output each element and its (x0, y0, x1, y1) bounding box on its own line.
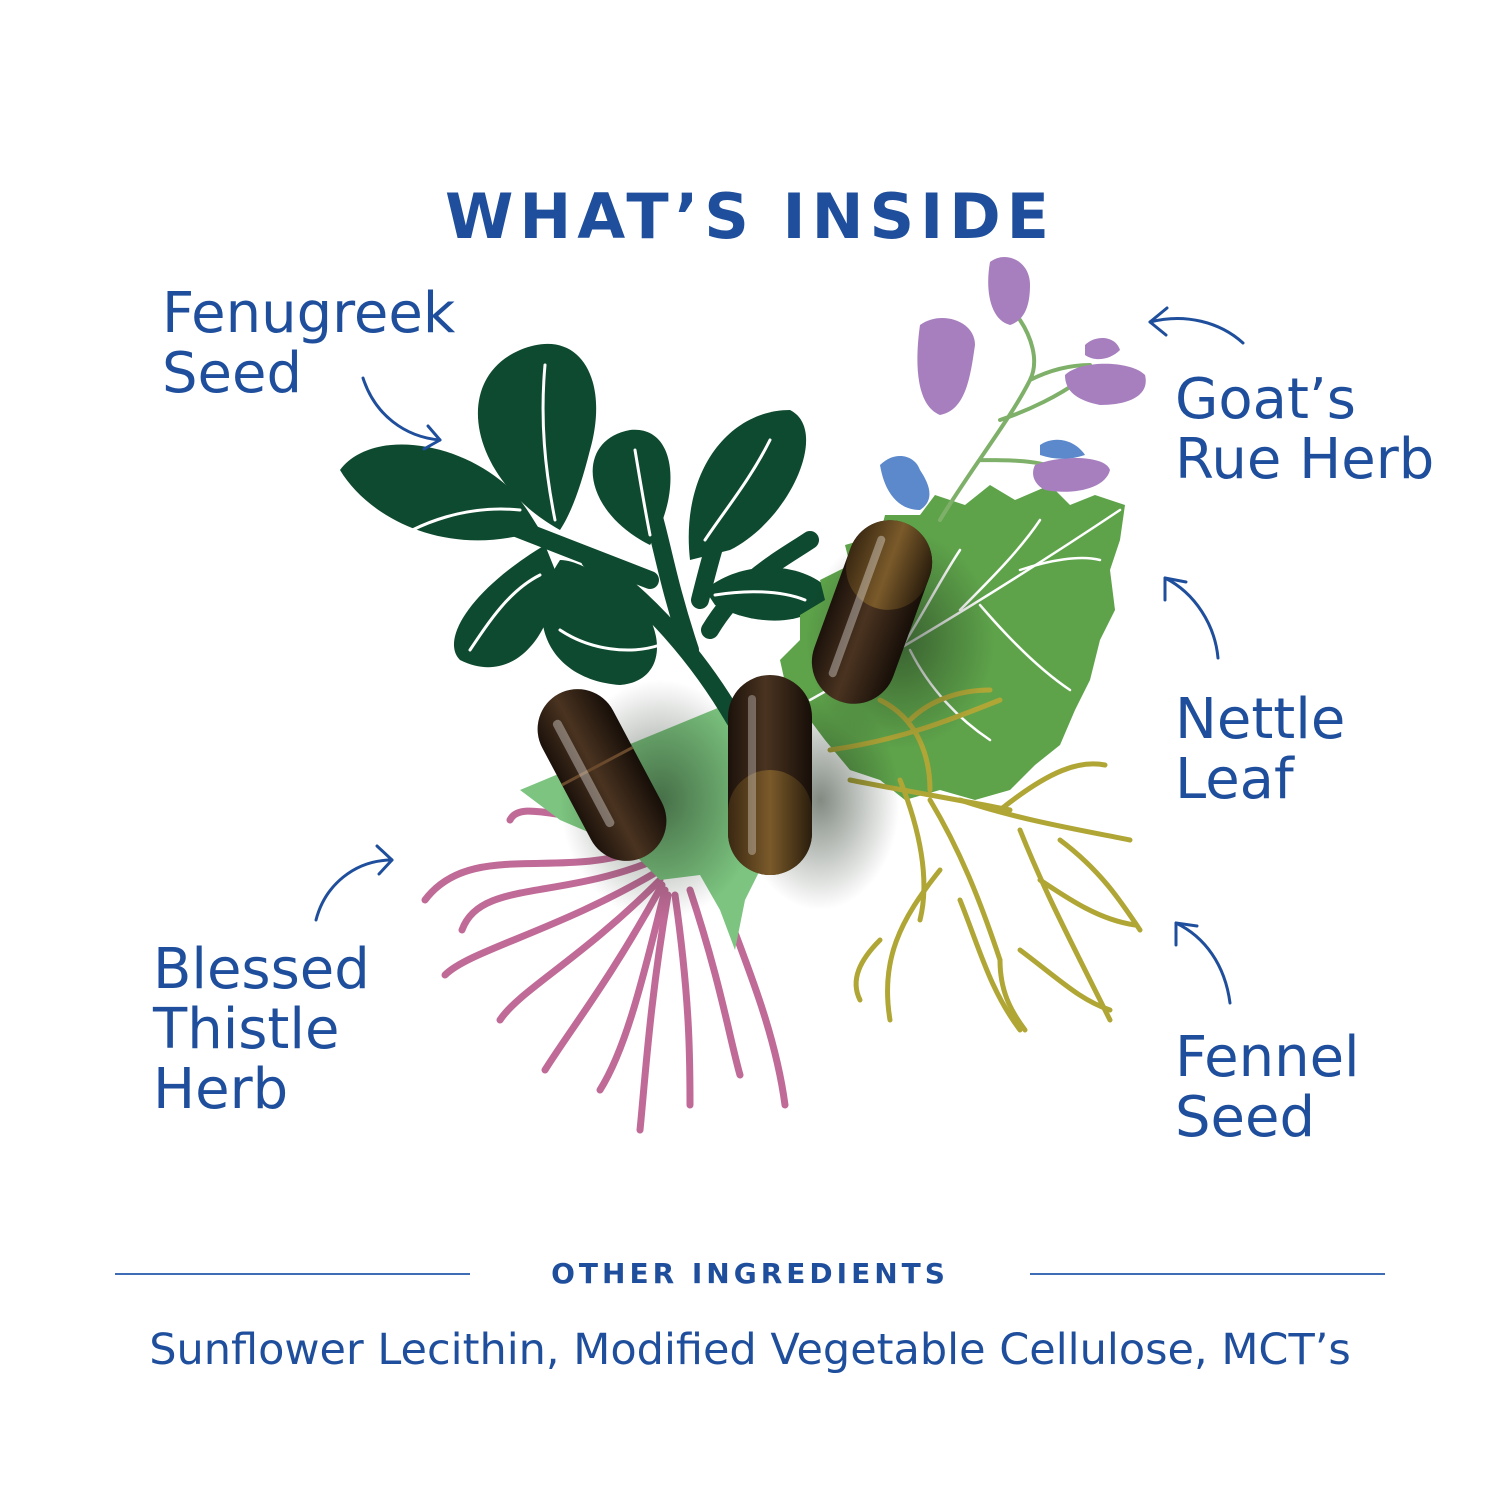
goats-rue-line-1: Goat’s (1175, 367, 1356, 432)
thistle-line-2: Thistle (153, 997, 340, 1062)
page-title: WHAT’S INSIDE (444, 179, 1056, 253)
thistle-line-3: Herb (153, 1057, 289, 1122)
nettle-arrow-icon (1163, 576, 1220, 660)
fennel-seed-label: Fennel Seed (1175, 1028, 1360, 1148)
fennel-arrow-icon (1174, 921, 1232, 1005)
fennel-line-2: Seed (1175, 1085, 1315, 1150)
fennel-branches (827, 687, 1143, 1033)
blessed-thistle-arrow-icon (314, 844, 394, 922)
other-ingredients-header: OTHER INGREDIENTS (115, 1256, 1385, 1292)
capsule-3 (811, 520, 933, 704)
goats-rue-arrow-icon (1148, 306, 1245, 345)
fenugreek-line-1: Fenugreek (162, 281, 456, 346)
arrows (314, 306, 1245, 1005)
thistle-line-1: Blessed (153, 937, 370, 1002)
divider-right (1030, 1273, 1385, 1275)
goats-rue-line-2: Rue Herb (1175, 427, 1435, 492)
fenugreek-seed-label: Fenugreek Seed (162, 284, 455, 404)
other-ingredients-list: Sunflower Lecithin, Modified Vegetable C… (149, 1325, 1351, 1375)
capsule-1 (537, 689, 667, 861)
fenugreek-plant (340, 343, 830, 729)
nettle-leaf-label: Nettle Leaf (1175, 690, 1345, 810)
goats-rue-flowers (880, 256, 1146, 522)
nettle-line-1: Nettle (1175, 687, 1346, 752)
blessed-thistle-herb-label: Blessed Thistle Herb (153, 940, 370, 1120)
nettle-line-2: Leaf (1175, 747, 1294, 812)
capsule-2 (728, 675, 812, 875)
other-ingredients-title: OTHER INGREDIENTS (551, 1257, 949, 1290)
fenugreek-line-2: Seed (162, 341, 302, 406)
divider-left (115, 1273, 470, 1275)
fennel-line-1: Fennel (1175, 1025, 1360, 1090)
goats-rue-herb-label: Goat’s Rue Herb (1175, 370, 1434, 490)
fenugreek-arrow-icon (361, 376, 442, 451)
